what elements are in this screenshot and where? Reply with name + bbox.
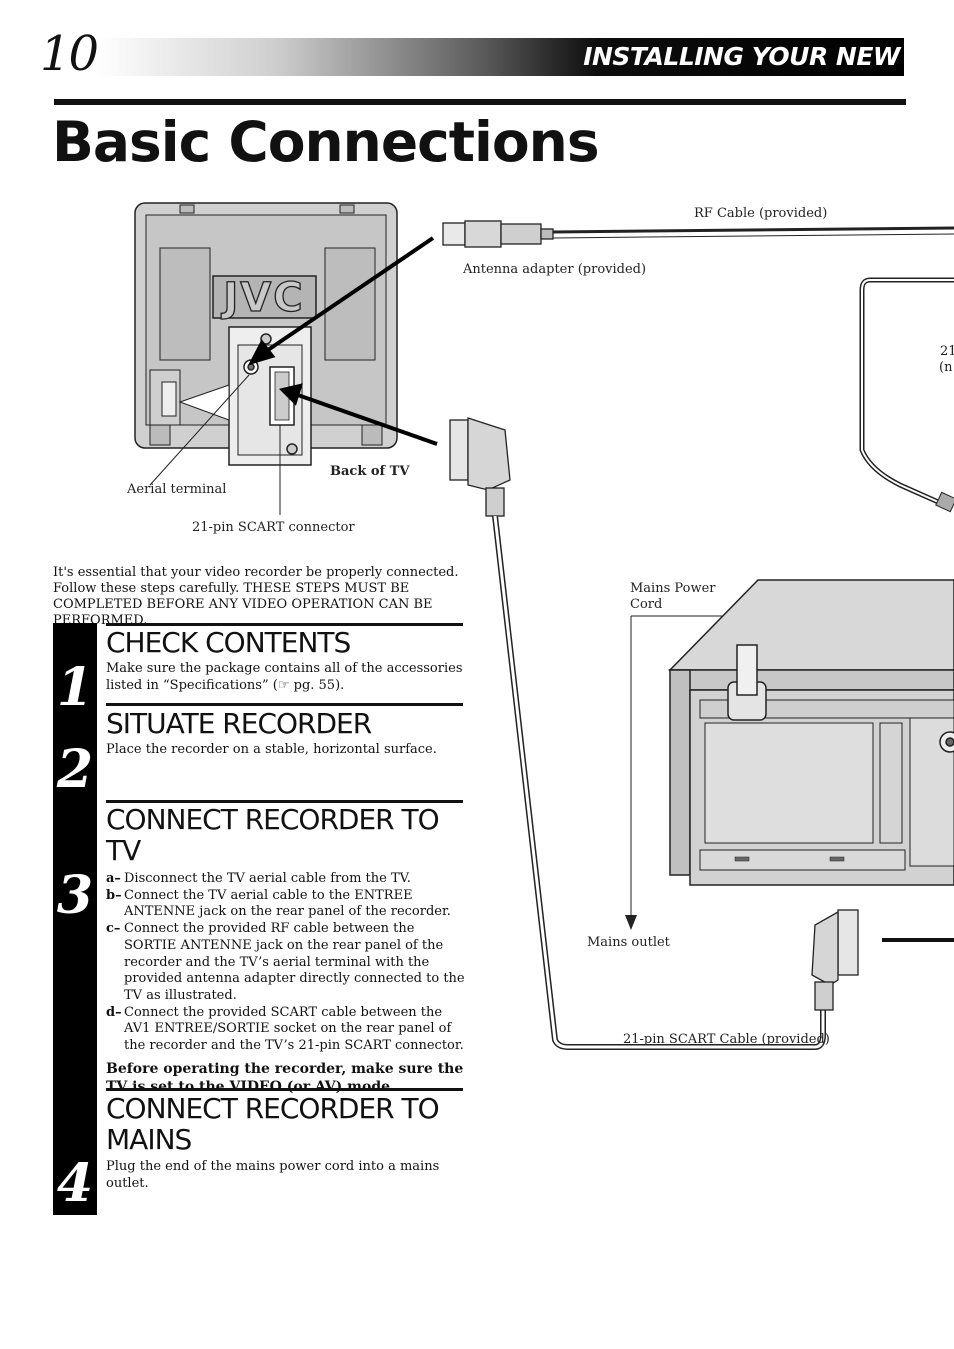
jvc-logo: JVC: [220, 275, 304, 321]
tv-back-illustration: [134, 202, 398, 466]
section-title: INSTALLING YOUR NEW RECORDER: [583, 42, 900, 101]
step-number: 3: [56, 865, 94, 926]
mains-arrow: [625, 915, 637, 930]
rf-cable-illustration: [442, 220, 954, 248]
mains-outlet-label: Mains outlet: [587, 935, 670, 950]
scart-plug-bottom: [811, 909, 859, 1011]
back-of-tv-label: Back of TV: [330, 464, 410, 479]
step-divider: [106, 623, 463, 626]
item-key: c–: [106, 921, 121, 937]
item-text: Connect the TV aerial cable to the ENTRE…: [124, 887, 451, 920]
cut-label-line1: 21: [940, 344, 954, 359]
aerial-cable: [859, 277, 954, 508]
item-key: a–: [106, 871, 121, 886]
instruction-item: a– Disconnect the TV aerial cable from t…: [106, 871, 466, 888]
header-band: [96, 38, 904, 76]
step-number: 1: [56, 657, 94, 718]
page-number: 10: [40, 26, 99, 82]
step-divider: [106, 800, 463, 803]
step-heading: CONNECT RECORDER TO MAINS: [106, 1092, 440, 1156]
rf-cable-label: RF Cable (provided): [694, 206, 828, 221]
step-divider: [106, 1088, 463, 1091]
scart-cable-label: 21-pin SCART Cable (provided): [623, 1032, 830, 1047]
connection-arrows: [248, 236, 438, 446]
mains-power-cord-label-2: Cord: [630, 597, 663, 612]
step-heading: SITUATE RECORDER: [106, 707, 372, 740]
item-key: d–: [106, 1004, 122, 1020]
page-title: Basic Connections: [52, 110, 600, 174]
scart-plug-top: [449, 417, 511, 517]
instruction-item: d– Connect the provided SCART cable betw…: [106, 1005, 466, 1055]
step-bar: [53, 623, 97, 1215]
instruction-item: c– Connect the provided RF cable between…: [106, 921, 466, 1005]
step-body: Make sure the package contains all of th…: [106, 661, 463, 693]
instruction-item: b– Connect the TV aerial cable to the EN…: [106, 888, 466, 921]
intro-text: It's essential that your video recorder …: [53, 565, 459, 628]
step-instructions: a– Disconnect the TV aerial cable from t…: [106, 871, 466, 1096]
step-heading: CHECK CONTENTS: [106, 626, 351, 659]
title-rule: [54, 99, 906, 105]
item-text: Connect the provided RF cable between th…: [124, 921, 465, 1003]
step-body: Plug the end of the mains power cord int…: [106, 1159, 440, 1191]
step-heading: CONNECT RECORDER TO TV: [106, 803, 440, 867]
mains-power-cord-label: Mains Power: [630, 581, 716, 596]
antenna-adapter-label: Antenna adapter (provided): [463, 262, 647, 277]
step-number: 2: [56, 739, 94, 800]
cut-label-line2: (n: [939, 360, 953, 375]
step-divider: [106, 703, 463, 706]
step-number: 4: [56, 1153, 94, 1214]
aerial-terminal-label: Aerial terminal: [127, 482, 227, 497]
item-text: Disconnect the TV aerial cable from the …: [124, 871, 411, 886]
recorder-illustration: [668, 579, 954, 886]
item-key: b–: [106, 887, 122, 903]
scart-connector-label: 21-pin SCART connector: [192, 520, 355, 535]
step-body: Place the recorder on a stable, horizont…: [106, 742, 437, 757]
item-text: Connect the provided SCART cable between…: [124, 1004, 464, 1054]
